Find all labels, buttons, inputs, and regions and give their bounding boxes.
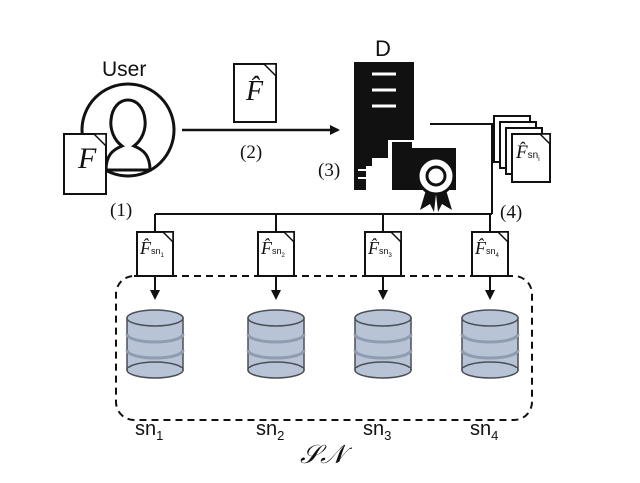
share-stack-icon [493, 115, 551, 183]
distribution-bus [154, 213, 492, 232]
share-file-subscript: sn3 [379, 246, 392, 259]
server-icon [354, 62, 414, 190]
share-file-icon [471, 231, 509, 277]
step-1-label: (1) [110, 200, 133, 221]
shares-layer [125, 231, 520, 379]
storage-network-label: 𝒮𝒩 [300, 440, 346, 469]
storage-node-label: sn3 [363, 418, 392, 443]
user-label: User [102, 58, 147, 81]
transfer-file-icon [233, 63, 277, 123]
share-file-icon [136, 231, 174, 277]
share-file-label: F̂sn2 [261, 238, 285, 259]
share-file-icon [364, 231, 402, 277]
share-file-subscript: sn4 [486, 246, 499, 259]
dealer-label: D [375, 36, 391, 61]
share-file-symbol: F̂ [475, 238, 486, 258]
share-file-icon [257, 231, 295, 277]
transfer-file-symbol: F̂ [246, 76, 264, 107]
storage-node-label: sn4 [470, 418, 499, 443]
share-stack-subscript: sni [527, 150, 540, 163]
database-icon [246, 309, 306, 379]
share-file-subscript: sn2 [272, 246, 285, 259]
user-file-icon [63, 133, 107, 195]
step-2-label: (2) [240, 142, 263, 163]
dealer-to-distribution-line [430, 123, 493, 214]
user-node [63, 82, 176, 195]
storage-node-label: sn1 [135, 418, 164, 443]
share-file-symbol: F̂ [140, 238, 151, 258]
user-file-symbol: F [78, 142, 97, 175]
share-stack-file-symbol: F̂ [516, 142, 528, 163]
share-file-label: F̂sn1 [140, 238, 164, 259]
share-stack-symbol: F̂sni [516, 142, 540, 164]
database-icon [125, 309, 185, 379]
database-icon [353, 309, 413, 379]
share-file-symbol: F̂ [261, 238, 272, 258]
share-file-symbol: F̂ [368, 238, 379, 258]
dealer-server [354, 62, 456, 212]
database-icon [460, 309, 520, 379]
storage-network-boundary [115, 275, 533, 421]
storage-node-label: sn2 [256, 418, 285, 443]
step-4-label: (4) [500, 202, 523, 223]
share-file-subscript: sn1 [151, 246, 164, 259]
share-file-label: F̂sn3 [368, 238, 392, 259]
step-3-label: (3) [318, 160, 341, 181]
user-silhouette-icon [104, 98, 152, 172]
share-file-label: F̂sn4 [475, 238, 499, 259]
